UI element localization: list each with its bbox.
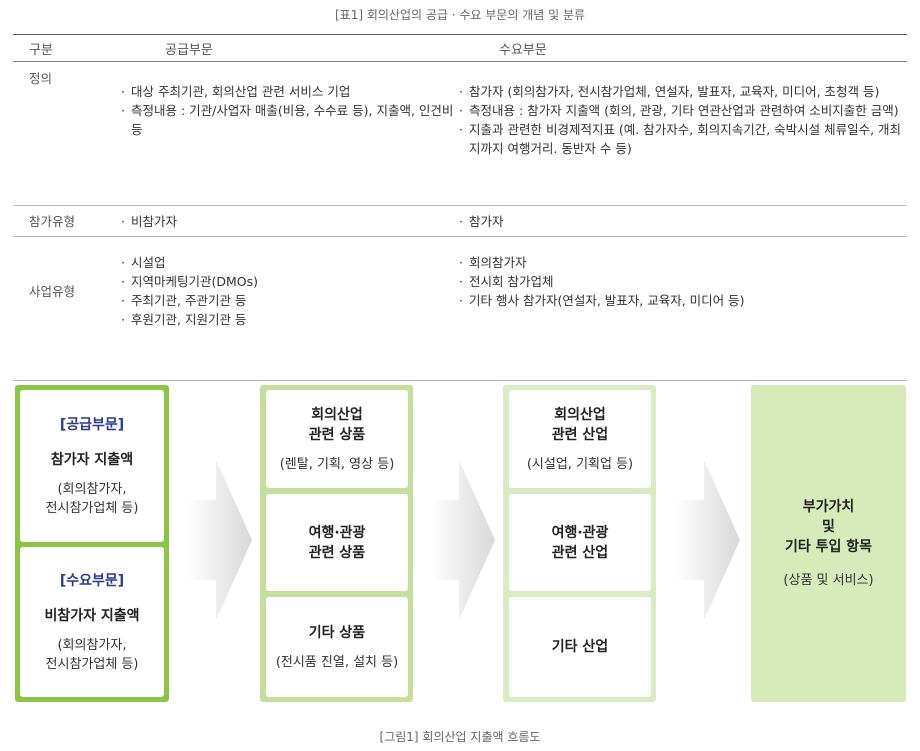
list-item: 지역마케팅기관(DMOs): [121, 272, 459, 291]
arrow-right-icon: [431, 460, 495, 620]
list-item: 비참가자: [121, 212, 459, 231]
supply-box: [공급부문] 참가자 지출액 (회의참가자, 전시참가업체 등): [20, 390, 164, 542]
definition-table: 구분 공급부문 수요부문 정의 대상 주최기관, 회의산업 관련 서비스 기업 …: [13, 34, 907, 381]
list-item: 측정내용 : 기관/사업자 매출(비용, 수수료 등), 지출액, 인건비 등: [121, 101, 459, 139]
list-item: 측정내용 : 참가자 지출액 (회의, 관광, 기타 연관산업과 관련하여 소비…: [459, 101, 907, 120]
supply-sub: 전시참가업체 등): [45, 501, 139, 516]
table-row: 사업유형 시설업 지역마케팅기관(DMOs) 주최기관, 주관기관 등 후원기관…: [13, 236, 907, 381]
product-sub: (렌탈, 기획, 영상 등): [279, 456, 395, 472]
demand-sub: 전시참가업체 등): [45, 657, 139, 672]
table-caption: [표1] 회의산업의 공급 · 수요 부문의 개념 및 분류: [334, 8, 586, 22]
figure-caption: [그림1] 회의산업 지출액 흐름도: [379, 730, 541, 744]
list-item: 회의참가자: [459, 253, 907, 272]
industry-title: 관련 산업: [551, 544, 609, 561]
product-box-travel: 여행·관광 관련 상품: [266, 494, 408, 591]
list-item: 참가자 (회의참가자, 전시참가업체, 연설자, 발표자, 교육자, 미디어, …: [459, 82, 907, 101]
row-label: 정의: [13, 61, 121, 206]
list-item: 기타 행사 참가자(연설자, 발표자, 교육자, 미디어 등): [459, 291, 907, 310]
list-item: 참가자: [459, 212, 907, 231]
supply-list: 시설업 지역마케팅기관(DMOs) 주최기관, 주관기관 등 후원기관, 지원기…: [121, 253, 459, 329]
industry-box-other: 기타 산업: [509, 597, 651, 697]
product-title: 관련 상품: [308, 544, 366, 561]
header-demand: 수요부문: [459, 34, 907, 62]
header-category: 구분: [13, 34, 121, 62]
industry-box-meeting: 회의산업 관련 산업 (시설업, 기획업 등): [509, 390, 651, 488]
supply-tag: [공급부문]: [59, 417, 125, 433]
header-supply: 공급부문: [121, 34, 459, 62]
supply-sub: (회의참가자,: [57, 482, 127, 497]
industry-title: 관련 산업: [551, 426, 609, 443]
value-title: 기타 투입 항목: [784, 539, 873, 555]
table-row: 정의 대상 주최기관, 회의산업 관련 서비스 기업 측정내용 : 기관/사업자…: [13, 61, 907, 206]
product-box-meeting: 회의산업 관련 상품 (렌탈, 기획, 영상 등): [266, 390, 408, 488]
industry-box-travel: 여행·관광 관련 산업: [509, 494, 651, 591]
product-box-other: 기타 상품 (전시품 진열, 설치 등): [266, 597, 408, 697]
value-title: 부가가치: [802, 499, 855, 515]
list-item: 후원기관, 지원기관 등: [121, 310, 459, 329]
product-title: 관련 상품: [308, 426, 366, 443]
product-title: 회의산업: [311, 406, 363, 423]
demand-sub: (회의참가자,: [57, 638, 127, 653]
list-item: 대상 주최기관, 회의산업 관련 서비스 기업: [121, 82, 459, 101]
demand-list: 참가자 (회의참가자, 전시참가업체, 연설자, 발표자, 교육자, 미디어, …: [459, 82, 907, 158]
arrow-right-icon: [188, 460, 252, 620]
demand-tag: [수요부문]: [59, 573, 125, 589]
value-sub: (상품 및 서비스): [783, 573, 874, 588]
row-label: 사업유형: [13, 236, 121, 381]
list-item: 시설업: [121, 253, 459, 272]
table-row: 참가유형 비참가자 참가자: [13, 205, 907, 237]
industry-title: 회의산업: [554, 406, 606, 423]
demand-title: 비참가자 지출액: [44, 608, 140, 624]
product-title: 기타 상품: [308, 624, 366, 641]
supply-title: 참가자 지출액: [50, 452, 134, 468]
demand-list: 회의참가자 전시회 참가업체 기타 행사 참가자(연설자, 발표자, 교육자, …: [459, 253, 907, 310]
industry-title: 여행·관광: [551, 524, 609, 541]
list-item: 주최기관, 주관기관 등: [121, 291, 459, 310]
list-item: 지출과 관련한 비경제적지표 (예. 참가자수, 회의지속기간, 숙박시설 체류…: [459, 120, 907, 158]
value-added-box: 부가가치 및 기타 투입 항목 (상품 및 서비스): [751, 385, 906, 702]
supply-list: 대상 주최기관, 회의산업 관련 서비스 기업 측정내용 : 기관/사업자 매출…: [121, 82, 459, 139]
industry-sub: (시설업, 기획업 등): [526, 456, 634, 472]
demand-box: [수요부문] 비참가자 지출액 (회의참가자, 전시참가업체 등): [20, 547, 164, 697]
product-sub: (전시품 진열, 설치 등): [275, 654, 399, 670]
arrow-right-icon: [676, 460, 740, 620]
list-item: 전시회 참가업체: [459, 272, 907, 291]
product-title: 여행·관광: [308, 524, 366, 541]
row-label: 참가유형: [13, 205, 121, 237]
industry-title: 기타 산업: [551, 639, 609, 655]
value-title: 및: [822, 519, 835, 535]
